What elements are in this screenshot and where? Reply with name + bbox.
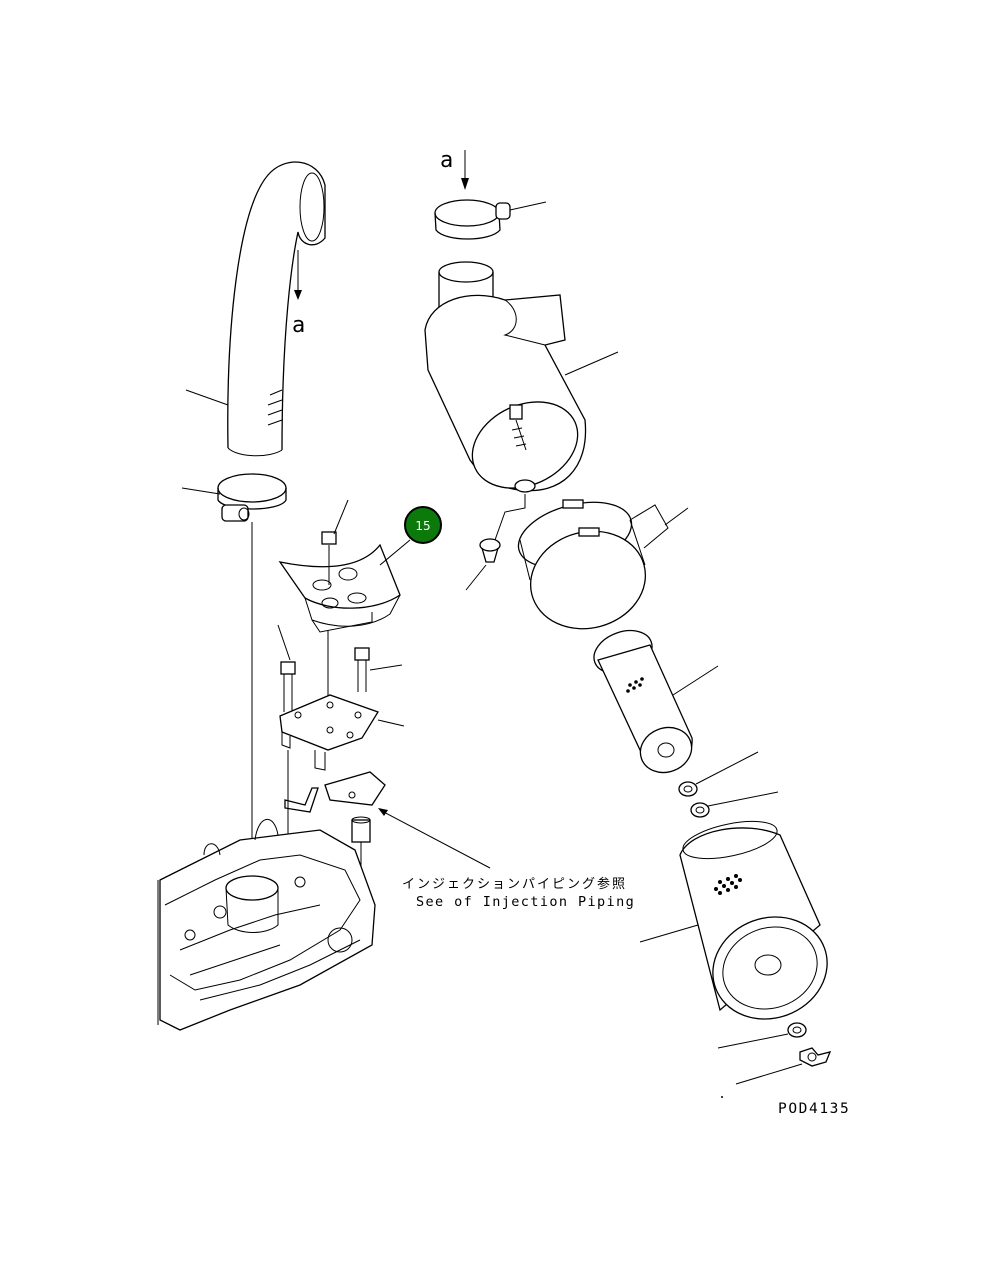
spacer-collar xyxy=(351,816,371,843)
bolt-right xyxy=(354,647,370,692)
leader-line xyxy=(564,351,619,376)
evacuator-valve xyxy=(479,538,501,563)
leader-line xyxy=(181,487,221,495)
outer-filter-element xyxy=(679,820,828,1020)
washer-lower xyxy=(787,1022,807,1038)
leader-line xyxy=(185,389,229,406)
callout-15[interactable]: 15 xyxy=(404,506,442,544)
leader-line xyxy=(717,1033,789,1049)
leader-line xyxy=(672,665,719,696)
view-label-a-top: a xyxy=(440,148,453,173)
callout-15-label: 15 xyxy=(415,519,430,533)
leader-line xyxy=(509,201,547,211)
air-cleaner-body xyxy=(424,261,587,493)
leader-line xyxy=(639,924,699,943)
leader-line xyxy=(369,664,403,671)
hose-clamp-lower xyxy=(217,473,287,522)
note-japanese: インジェクションパイピング参照 xyxy=(402,876,627,892)
bolt-left xyxy=(280,661,296,712)
washer-upper xyxy=(678,781,698,797)
engine-cylinder-head xyxy=(157,818,376,1031)
bolt-bracket-top xyxy=(321,531,337,585)
hose-clamp-upper xyxy=(434,199,511,240)
note-english: See of Injection Piping xyxy=(416,894,635,910)
inner-filter-element xyxy=(593,629,693,774)
view-label-a-left: a xyxy=(292,313,305,338)
cleaner-band-clamp xyxy=(517,499,647,630)
leader-line xyxy=(695,751,759,785)
shim-plate xyxy=(324,771,386,806)
leader-line xyxy=(379,539,411,566)
leader-line xyxy=(735,1063,803,1085)
mounting-plate xyxy=(279,694,379,771)
wing-nut xyxy=(799,1047,832,1067)
leader-line xyxy=(465,564,487,591)
note-arrow-head xyxy=(378,808,388,816)
arrow-a-head-top xyxy=(461,178,469,190)
air-cleaner-bracket xyxy=(278,543,401,633)
note-leader-line xyxy=(379,809,491,869)
nut-upper xyxy=(690,802,710,818)
arrow-a-head-left xyxy=(294,290,302,300)
drawing-code: POD4135 xyxy=(778,1101,850,1117)
leader-line xyxy=(333,499,349,535)
leader-line xyxy=(629,504,669,549)
leader-line xyxy=(707,791,779,807)
intake-pipe xyxy=(227,161,326,457)
leader-line xyxy=(377,719,405,727)
dot-mark xyxy=(721,1096,723,1098)
leader-line xyxy=(494,494,526,541)
l-bracket xyxy=(284,787,319,813)
leader-line xyxy=(277,624,291,661)
leader-line xyxy=(664,507,689,526)
